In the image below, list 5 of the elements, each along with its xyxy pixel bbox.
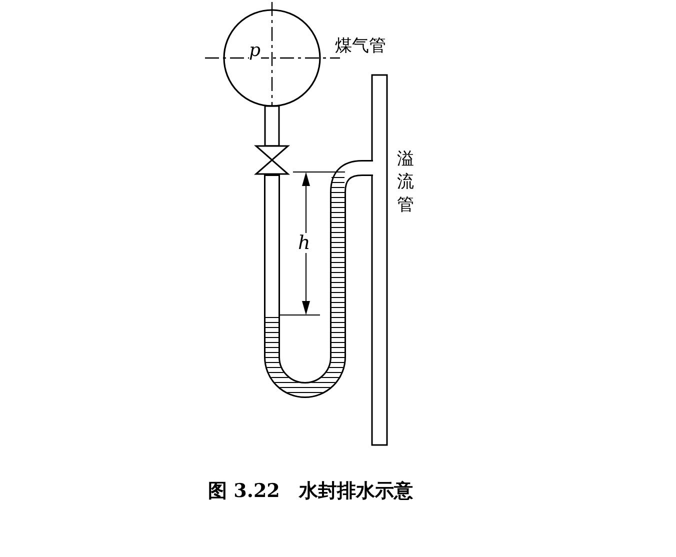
gas-pipe-circle — [223, 9, 321, 107]
pipe-label: 溢流管 — [397, 148, 415, 217]
dimension-label: h — [298, 233, 310, 253]
figure-caption: 图 3.22 水封排水示意 — [208, 479, 413, 504]
pipe-label: 煤气管 — [335, 35, 386, 57]
